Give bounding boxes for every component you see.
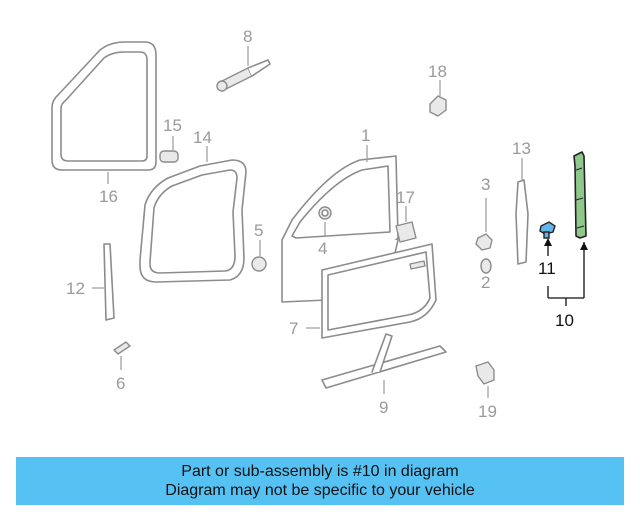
part-9-sill-moulding[interactable] [321, 333, 447, 389]
callout-15: 15 [163, 116, 182, 135]
callout-10: 10 [555, 311, 574, 330]
callout-14: 14 [193, 128, 212, 147]
part-10-weatherstrip-highlighted[interactable] [573, 151, 587, 239]
callout-2: 2 [481, 273, 490, 292]
callout-1: 1 [361, 126, 370, 145]
callout-17: 17 [396, 188, 415, 207]
part-15-grommet[interactable] [159, 150, 179, 163]
callout-16: 16 [99, 187, 118, 206]
callout-6: 6 [116, 374, 125, 393]
part-14-weatherstrip[interactable] [139, 159, 247, 283]
callout-13: 13 [512, 139, 531, 158]
part-4-plug[interactable] [318, 206, 332, 220]
callout-9: 9 [379, 398, 388, 417]
part-19-bracket[interactable] [475, 361, 495, 385]
banner-line-2: Diagram may not be specific to your vehi… [165, 482, 475, 499]
callout-11: 11 [538, 259, 556, 278]
callout-5: 5 [254, 221, 263, 240]
part-12-garnish[interactable] [103, 243, 115, 321]
info-banner: Part or sub-assembly is #10 in diagram D… [16, 457, 624, 505]
part-5-cap[interactable] [251, 256, 267, 272]
part-8-pin[interactable] [216, 59, 271, 92]
callout-7: 7 [289, 319, 298, 338]
part-11-clip-highlighted[interactable] [539, 221, 556, 239]
part-17-pad[interactable] [395, 221, 417, 243]
callout-3: 3 [481, 175, 490, 194]
part-6-clip[interactable] [113, 341, 131, 355]
part-2-washer[interactable] [480, 258, 492, 274]
callout-18: 18 [428, 62, 447, 81]
parts-diagram: 16 14 15 8 18 1 4 17 [51, 27, 588, 421]
part-16-weatherstrip[interactable] [51, 41, 157, 171]
callout-19: 19 [478, 402, 497, 421]
part-18-bracket[interactable] [429, 95, 447, 117]
callout-12: 12 [66, 279, 85, 298]
banner-line-1: Part or sub-assembly is #10 in diagram [181, 463, 459, 480]
part-7-door-panel[interactable] [321, 243, 437, 339]
part-3-nut[interactable] [475, 233, 493, 251]
callout-8: 8 [243, 27, 252, 46]
part-13-weatherstrip[interactable] [515, 179, 529, 265]
callout-4: 4 [318, 239, 327, 258]
